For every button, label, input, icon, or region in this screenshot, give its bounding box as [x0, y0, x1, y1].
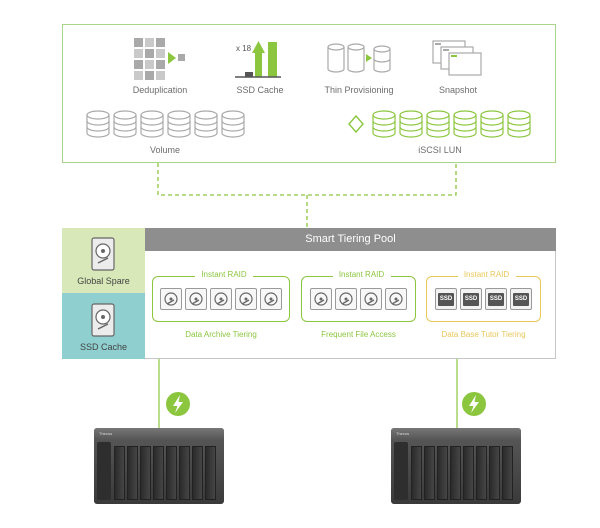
nas-connectors — [158, 359, 458, 429]
ssd-cache-side-label: SSD Cache — [79, 342, 128, 352]
storage-features-panel — [62, 24, 556, 163]
thin-provisioning-label: Thin Provisioning — [324, 85, 394, 95]
nas-brand-label: Thecus — [396, 431, 410, 436]
iscsi-lun-label: iSCSI LUN — [418, 145, 462, 155]
iscsi-lun-disks-icon — [348, 110, 531, 138]
raid-disk-row — [160, 288, 282, 310]
nas-device-right: Thecus — [391, 428, 521, 504]
hard-drive-icon — [385, 288, 407, 310]
tier-label: Data Base Tutor Tiering — [441, 330, 526, 339]
volume-disks-icon — [86, 110, 245, 138]
ssd-drive-icon: SSD — [510, 288, 532, 310]
nas-device-left: Thecus — [94, 428, 224, 504]
dashed-connector — [157, 163, 457, 229]
ssd-drive-label: SSD — [463, 292, 479, 306]
hard-drive-icon — [360, 288, 382, 310]
global-spare-label: Global Spare — [77, 276, 130, 286]
hard-drive-icon — [185, 288, 207, 310]
thin-provisioning-icon — [327, 43, 391, 73]
ssd-cache-label: SSD Cache — [236, 85, 284, 95]
ssd-cache-drive-icon — [91, 303, 115, 337]
hard-drive-icon — [210, 288, 232, 310]
nas-drive-bays — [411, 446, 513, 500]
raid-group-title: Instant RAID — [457, 270, 516, 279]
pool-title: Smart Tiering Pool — [145, 228, 556, 251]
deduplication-icon — [134, 38, 185, 80]
hard-drive-icon — [310, 288, 332, 310]
raid-group-title: Instant RAID — [332, 270, 391, 279]
snapshot-label: Snapshot — [438, 85, 478, 95]
raid-group-title: Instant RAID — [195, 270, 253, 279]
ssd-drive-icon: SSD — [485, 288, 507, 310]
ssd-drive-label: SSD — [513, 292, 529, 306]
ssd-drive-icon: SSD — [435, 288, 457, 310]
nas-brand-label: Thecus — [99, 431, 113, 436]
ssd-multiplier-label: x 18 — [236, 44, 252, 53]
ssd-drive-label: SSD — [438, 292, 454, 306]
snapshot-icon — [432, 40, 482, 76]
volume-label: Volume — [149, 145, 181, 155]
hard-drive-icon — [160, 288, 182, 310]
thunderbolt-icon — [462, 392, 486, 416]
ssd-drive-label: SSD — [488, 292, 504, 306]
global-spare-drive-icon — [91, 237, 115, 271]
nas-drive-bays — [114, 446, 216, 500]
hard-drive-icon — [335, 288, 357, 310]
thunderbolt-icon — [166, 392, 190, 416]
tier-label: Frequent File Access — [321, 330, 396, 339]
deduplication-label: Deduplication — [132, 85, 188, 95]
ssd-cache-arrow-icon — [235, 41, 281, 78]
raid-disk-row — [310, 288, 407, 310]
hard-drive-icon — [260, 288, 282, 310]
raid-disk-row: SSD SSD SSD SSD — [435, 288, 532, 310]
hard-drive-icon — [235, 288, 257, 310]
tier-label: Data Archive Tiering — [185, 330, 257, 339]
ssd-drive-icon: SSD — [460, 288, 482, 310]
